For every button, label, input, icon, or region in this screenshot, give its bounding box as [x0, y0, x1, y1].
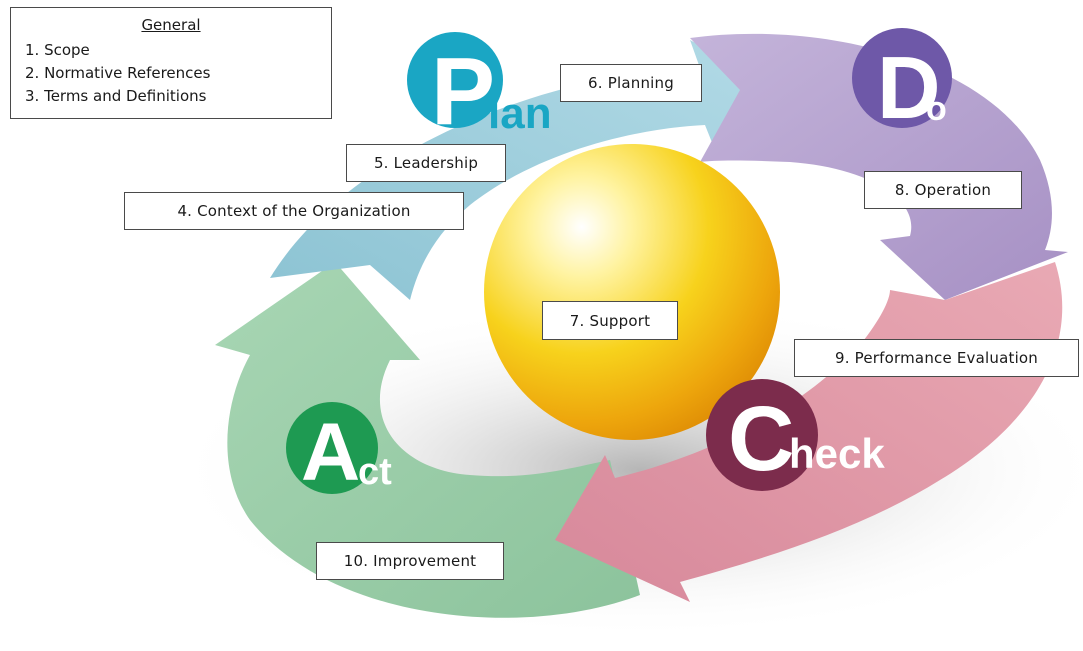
- check-phase: C heck: [706, 379, 885, 491]
- act-arc: [215, 262, 640, 618]
- general-title: General: [141, 16, 201, 34]
- clause-operation: 8. Operation: [864, 171, 1022, 209]
- clause-leadership: 5. Leadership: [346, 144, 506, 182]
- clause-performance-evaluation: 9. Performance Evaluation: [794, 339, 1079, 377]
- plan-rest: lan: [488, 89, 552, 138]
- act-circle: [286, 402, 378, 494]
- plan-circle: [407, 32, 503, 128]
- support-sphere: [484, 144, 780, 440]
- act-phase: A ct: [286, 402, 392, 498]
- general-item-normative-references: 2. Normative References: [25, 64, 211, 82]
- general-item-terms-definitions: 3. Terms and Definitions: [25, 87, 207, 105]
- clause-support: 7. Support: [542, 301, 678, 340]
- clause-context: 4. Context of the Organization: [124, 192, 464, 230]
- check-initial: C: [728, 388, 794, 490]
- act-initial: A: [301, 407, 360, 498]
- check-circle: [706, 379, 818, 491]
- clause-planning: 6. Planning: [560, 64, 702, 102]
- plan-arc: [270, 40, 765, 300]
- general-item-scope: 1. Scope: [25, 41, 90, 59]
- plan-phase: P lan: [407, 32, 552, 145]
- check-rest: heck: [789, 430, 885, 477]
- general-list: 1. Scope 2. Normative References 3. Term…: [25, 39, 210, 108]
- act-rest: ct: [358, 451, 392, 493]
- do-rest: o: [926, 90, 947, 128]
- clause-improvement: 10. Improvement: [316, 542, 504, 580]
- general-clauses-box: General 1. Scope 2. Normative References…: [10, 7, 332, 119]
- do-arc: [690, 33, 1068, 301]
- do-circle: [852, 28, 952, 128]
- plan-initial: P: [431, 38, 495, 145]
- do-initial: D: [877, 38, 941, 137]
- do-phase: D o: [852, 28, 952, 137]
